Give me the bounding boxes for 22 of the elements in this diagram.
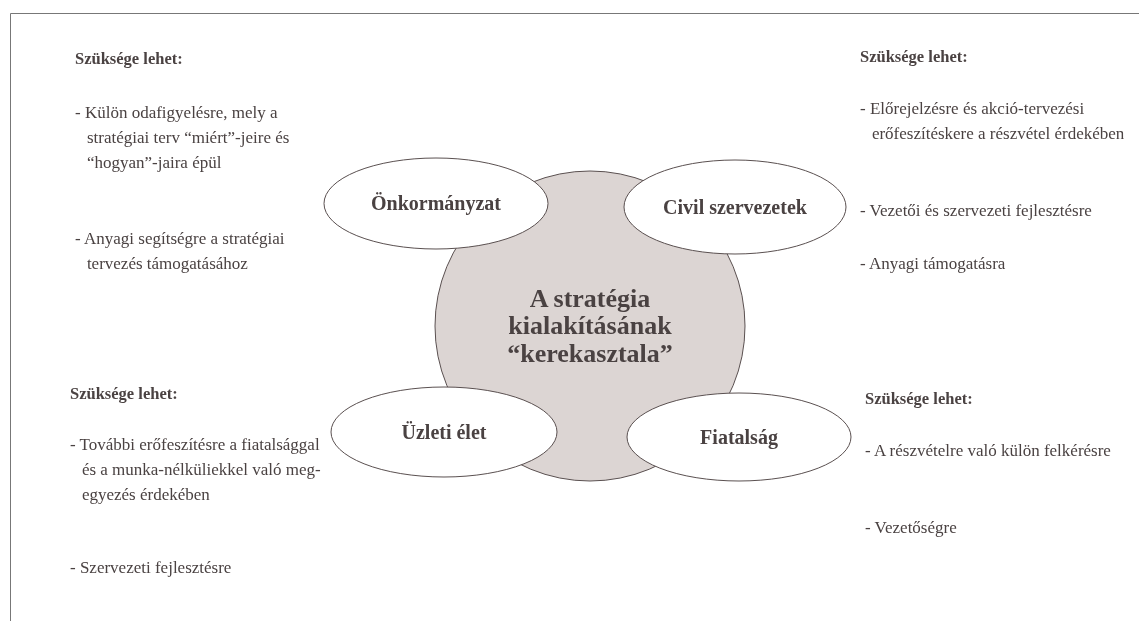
node-label: Fiatalság: [700, 426, 778, 448]
bullet-text: - A részvételre való külön felkérésre: [865, 440, 1112, 462]
bullet-text: - Vezetői és szervezeti fejlesztésre: [860, 200, 1093, 222]
stakeholder-ellipse: [627, 393, 851, 481]
section-heading: Szüksége lehet:: [70, 383, 178, 405]
bullet-text: - Anyagi támogatásra: [860, 253, 1007, 275]
bullet-text: - További erőfeszítésre a fiatalsággal és a munka-nélküliekkel való meg-egyezés érdekében: [70, 434, 322, 506]
stakeholder-ellipse: [331, 387, 557, 477]
section-heading: Szüksége lehet:: [865, 388, 973, 410]
node-label: Üzleti élet: [401, 421, 487, 443]
section-heading: Szüksége lehet:: [75, 48, 183, 70]
bullet-text: - Anyagi segítségre a stratégiai tervezés támogatásához: [75, 228, 286, 275]
node-label: Önkormányzat: [371, 193, 501, 214]
stakeholder-ellipse: [324, 158, 548, 249]
node-label: Civil szervezetek: [663, 196, 807, 218]
bullet-text: - Előrejelzésre és akció-tervezési erőfeszítéskere a részvétel érdekében: [860, 98, 1126, 145]
bullet-text: - Vezetőségre: [865, 517, 958, 539]
node-label: A stratégia kialakításának “kerekasztala”: [506, 285, 674, 367]
stakeholder-ellipse: [624, 160, 846, 254]
bullet-text: - Külön odafigyelésre, mely a stratégiai terv “miért”-jeire és “hogyan”-jaira épül: [75, 102, 291, 174]
bullet-text: - Szervezeti fejlesztésre: [70, 557, 233, 579]
section-heading: Szüksége lehet:: [860, 46, 968, 68]
